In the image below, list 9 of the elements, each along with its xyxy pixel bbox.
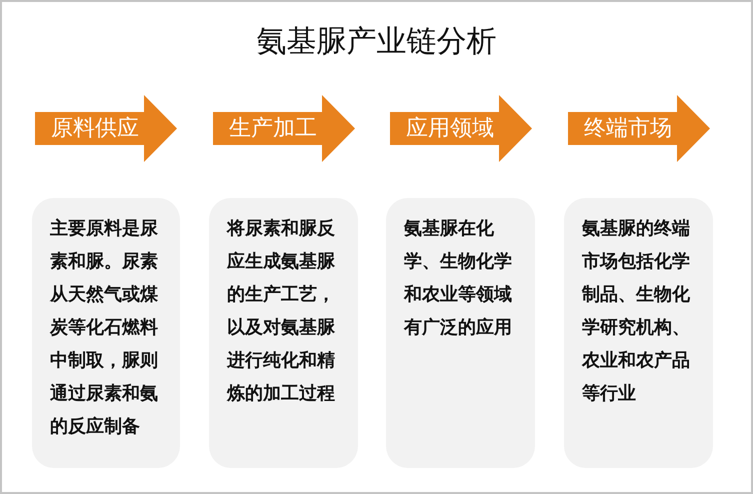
arrow-banner: 生产加工 [213, 95, 355, 162]
arrow-banner: 应用领域 [390, 95, 532, 162]
description-text: 主要原料是尿素和脲。尿素从天然气或煤炭等化石燃料中制取，脲则通过尿素和氨的反应制备 [50, 217, 159, 438]
description-text: 氨基脲的终端市场包括化学制品、生物化学研究机构、农业和农产品等行业 [582, 217, 691, 405]
description-text: 将尿素和脲反应生成氨基脲的生产工艺，以及对氨基脲进行纯化和精炼的加工过程 [227, 217, 336, 405]
arrow-banner: 终端市场 [568, 95, 710, 162]
description-text: 氨基脲在化学、生物化学和农业等领域有广泛的应用 [404, 217, 513, 339]
diagram-title: 氨基脲产业链分析 [256, 24, 496, 60]
arrow-banner: 原料供应 [35, 95, 177, 162]
